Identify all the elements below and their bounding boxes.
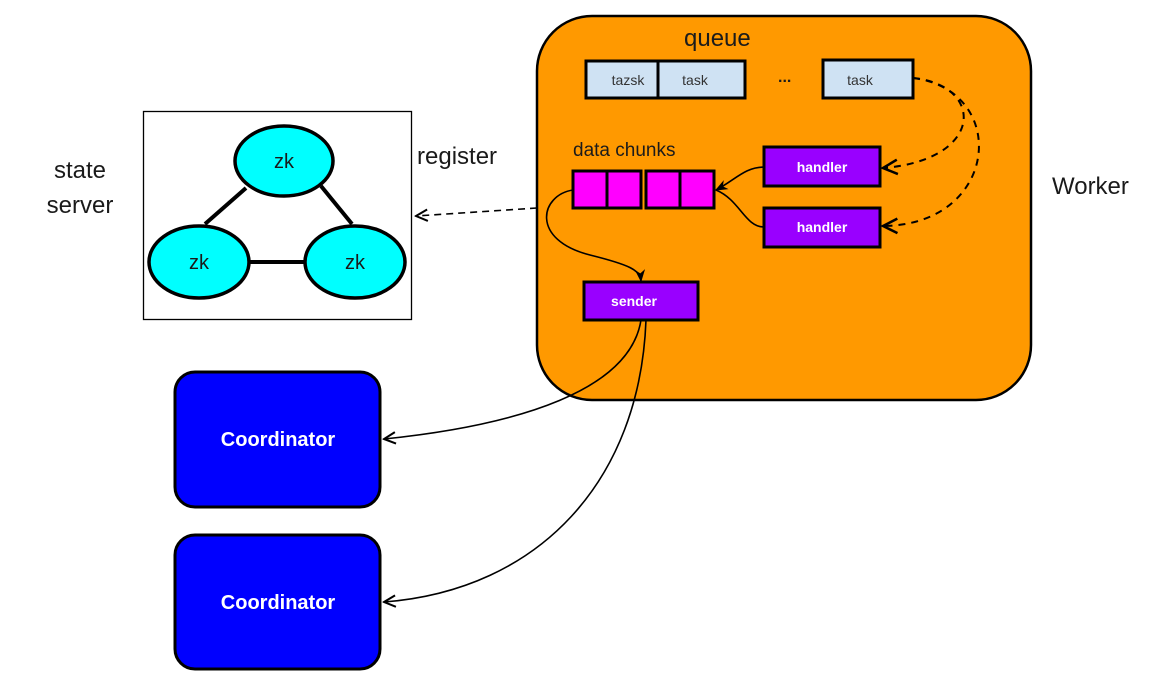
zk-node-right[interactable]: zk: [303, 224, 407, 300]
handler-label: handler: [797, 159, 848, 175]
queue-label: queue: [684, 25, 751, 52]
queue-task[interactable]: task: [821, 58, 915, 100]
zk-link-top-left: [203, 186, 248, 226]
handler-to-chunks-arrow-2: [715, 189, 765, 228]
sender-label: sender: [611, 293, 657, 309]
handler-box[interactable]: handler: [762, 145, 882, 188]
handler-label: handler: [797, 219, 848, 235]
handler-box[interactable]: handler: [762, 206, 882, 249]
sender-box[interactable]: sender: [582, 280, 700, 322]
sender-to-coordinator-arrow-1: [384, 319, 642, 439]
queue: tazsk task ... task: [584, 58, 915, 100]
chunks-to-sender-arrow: [545, 189, 646, 283]
chunk-group-2: [644, 169, 716, 210]
queue-task[interactable]: tazsk: [584, 59, 660, 100]
data-chunk[interactable]: [605, 169, 643, 210]
zk-link-top-right: [319, 184, 354, 226]
state-server-label-line1: state: [54, 157, 106, 184]
coordinator-box[interactable]: Coordinator: [173, 370, 382, 509]
task-label: tazsk: [612, 72, 646, 88]
state-server-box: zk zk zk: [142, 110, 413, 321]
task-label: task: [682, 72, 709, 88]
zk-node-top[interactable]: zk: [233, 124, 335, 198]
data-chunk[interactable]: [644, 169, 682, 210]
worker-label: Worker: [1052, 173, 1129, 200]
coordinator-box[interactable]: Coordinator: [173, 533, 382, 671]
sender-to-coordinator-arrow-2: [384, 319, 647, 602]
zk-node-left[interactable]: zk: [147, 224, 251, 300]
register-arrow: [416, 207, 538, 216]
data-chunk[interactable]: [571, 169, 609, 210]
coordinator-label: Coordinator: [221, 429, 336, 451]
queue-ellipsis: ...: [778, 69, 791, 86]
queue-task[interactable]: task: [656, 59, 747, 100]
task-label: task: [847, 72, 874, 88]
zk-node-label: zk: [189, 252, 210, 274]
data-chunk[interactable]: [678, 169, 716, 210]
state-server-label-line2: server: [47, 192, 114, 219]
register-label: register: [417, 143, 497, 170]
data-chunks: [571, 169, 716, 210]
data-chunks-label: data chunks: [573, 140, 675, 161]
zk-node-label: zk: [274, 151, 295, 173]
handler-to-chunks-arrow-1: [714, 166, 765, 191]
coordinator-label: Coordinator: [221, 592, 336, 614]
chunk-group-1: [571, 169, 643, 210]
zk-node-label: zk: [345, 252, 366, 274]
